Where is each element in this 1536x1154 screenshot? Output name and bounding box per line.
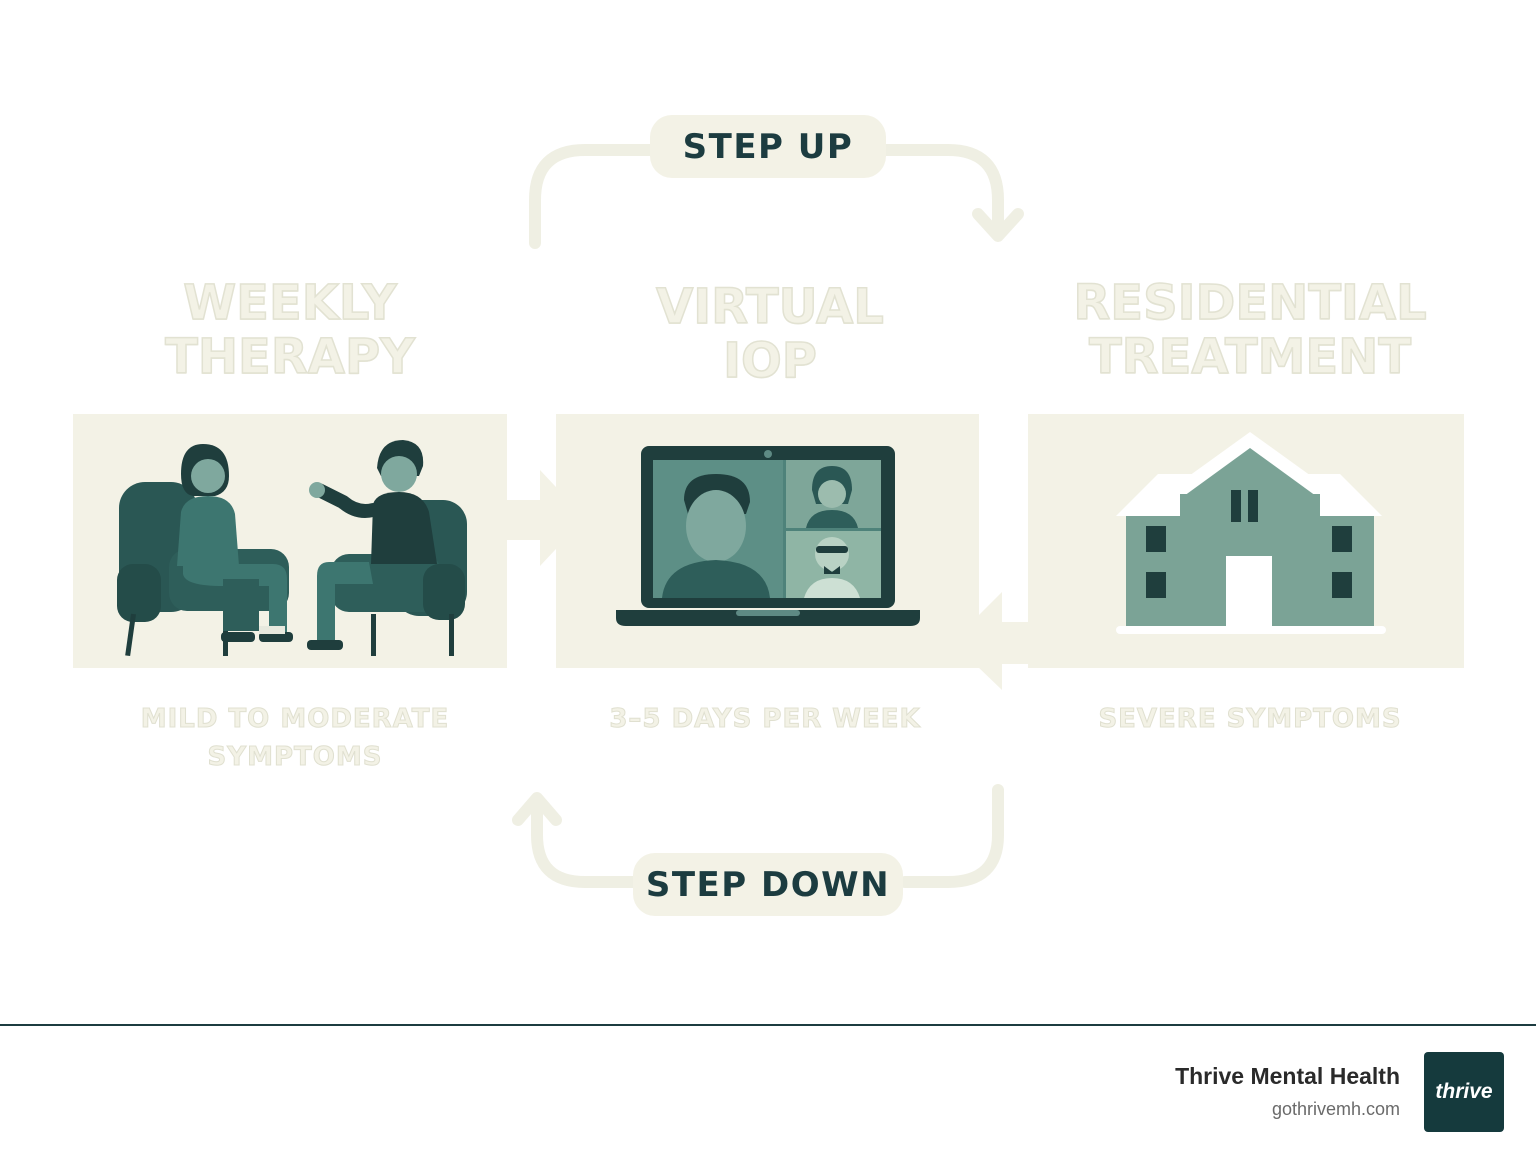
- footer-divider: [0, 1024, 1536, 1026]
- level-title-virtual-iop: VIRTUAL IOP: [655, 279, 884, 389]
- level-description-virtual-iop: 3–5 DAYS PER WEEK: [609, 704, 921, 735]
- residential-house-icon: [1116, 432, 1386, 634]
- video-call-laptop-icon: [616, 446, 920, 626]
- brand-url[interactable]: gothrivemh.com: [1271, 1099, 1400, 1119]
- level-title-weekly-therapy: WEEKLY THERAPY: [164, 275, 415, 385]
- step-down-label: STEP DOWN: [633, 853, 903, 916]
- brand-name: Thrive Mental Health: [1175, 1063, 1400, 1089]
- therapy-session-icon: [117, 440, 467, 657]
- level-title-residential-treatment: RESIDENTIAL TREATMENT: [1073, 275, 1428, 385]
- residential-treatment-panel: [1028, 414, 1464, 668]
- virtual-iop-panel: [556, 414, 979, 668]
- flow-arrows: [506, 144, 1028, 888]
- level-description-residential-treatment: SEVERE SYMPTOMS: [1098, 704, 1402, 735]
- level-description-weekly-therapy: MILD TO MODERATE SYMPTOMS: [140, 704, 450, 773]
- step-up-label: STEP UP: [650, 115, 886, 178]
- weekly-therapy-panel: [73, 414, 507, 668]
- thrive-logo: thrive: [1424, 1052, 1504, 1132]
